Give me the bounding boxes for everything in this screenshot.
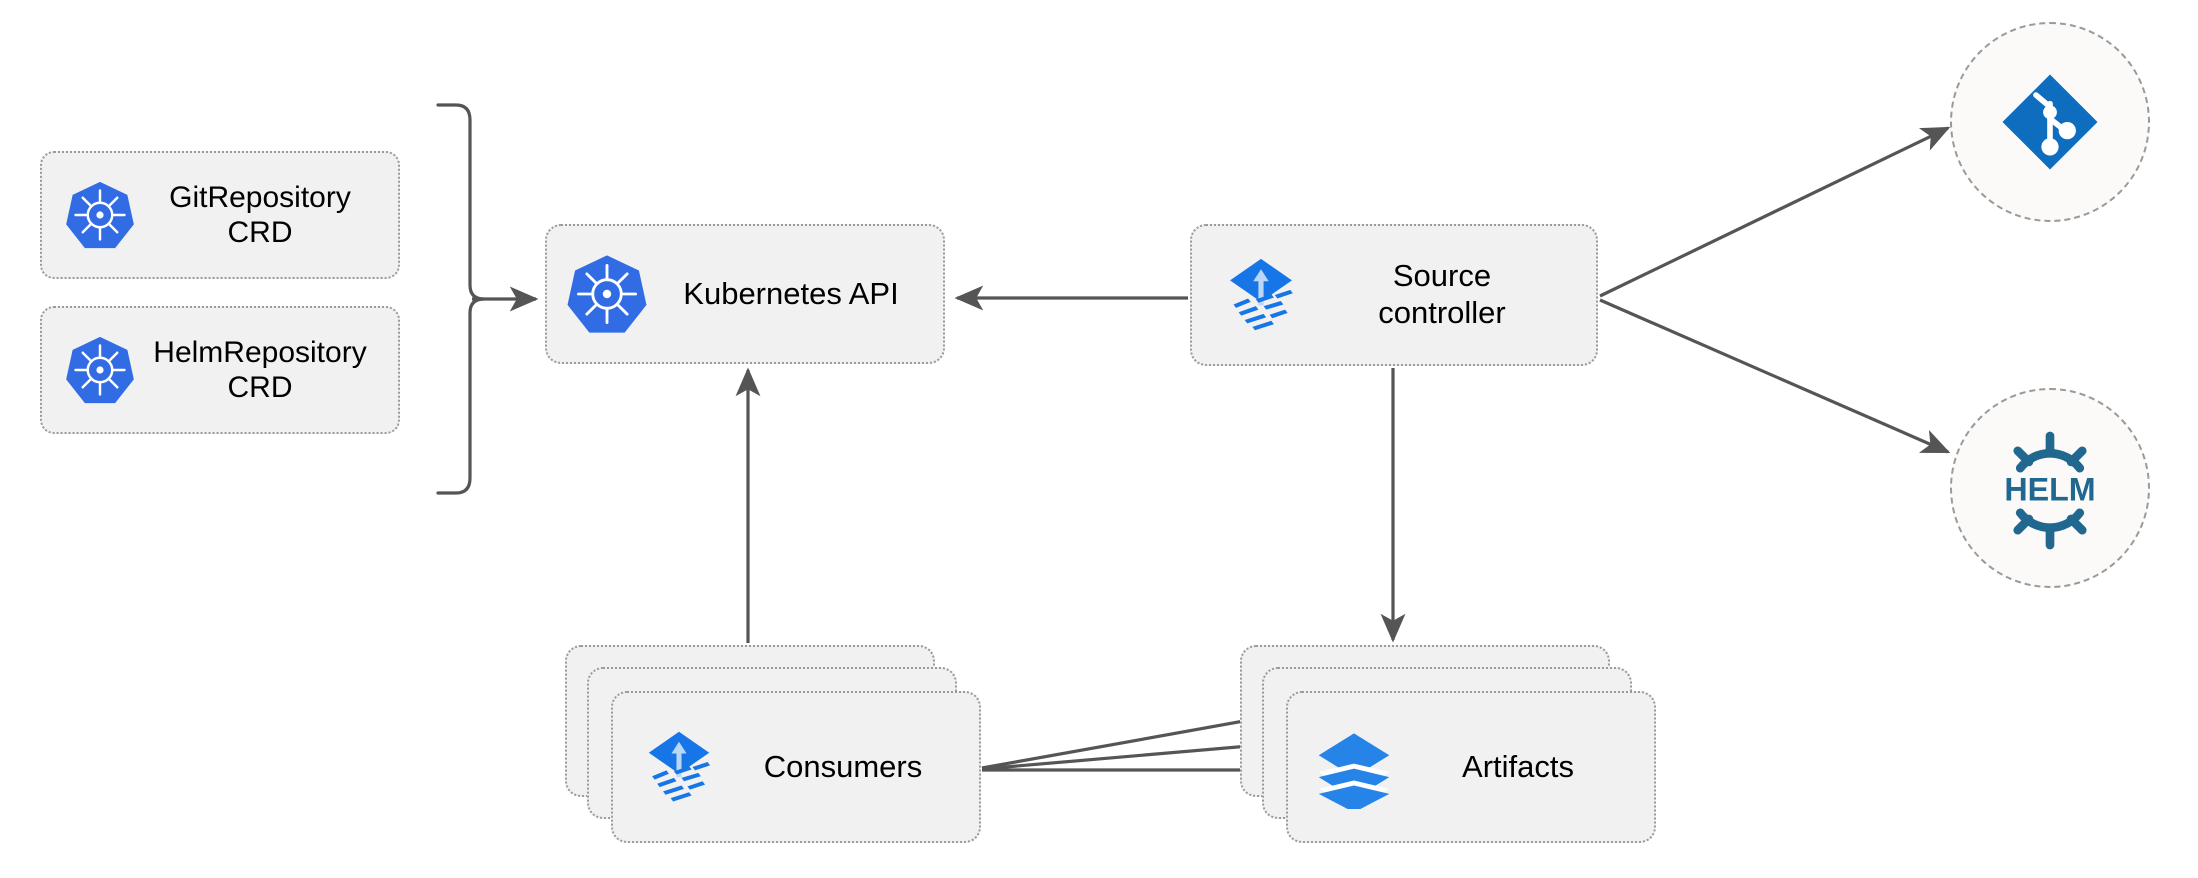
helm-wordmark: HELM <box>2004 471 2095 507</box>
crd-group-bracket <box>436 103 539 495</box>
node-helm-source[interactable]: HELM <box>1950 388 2150 588</box>
node-label: Artifacts <box>1462 749 1574 784</box>
node-kubernetes-api[interactable]: Kubernetes API <box>545 224 945 364</box>
node-gitrepository-crd[interactable]: GitRepository CRD <box>40 151 400 279</box>
flux-icon <box>637 725 721 809</box>
node-artifacts[interactable]: Artifacts <box>1240 645 1660 845</box>
edge-consumers-to-artifacts-1 <box>981 708 1275 770</box>
edge-source-controller-to-git <box>1599 126 1951 298</box>
git-icon <box>1996 68 2104 176</box>
flux-icon <box>1218 252 1304 338</box>
edge-source-controller-to-helm <box>1599 298 1951 454</box>
kubernetes-icon <box>565 252 649 336</box>
node-label: Consumers <box>763 749 923 784</box>
node-helmrepository-crd[interactable]: HelmRepository CRD <box>40 306 400 434</box>
node-git-source[interactable] <box>1950 22 2150 222</box>
consumers-stack-sheet-front[interactable]: Consumers <box>611 691 981 843</box>
node-label: GitRepository CRD <box>169 180 351 249</box>
helm-icon: HELM <box>1988 426 2112 550</box>
node-consumers[interactable]: Consumers <box>565 645 985 845</box>
node-source-controller[interactable]: Source controller <box>1190 224 1598 366</box>
kubernetes-icon <box>64 179 136 251</box>
node-label: HelmRepository CRD <box>153 335 367 404</box>
layers-icon <box>1312 725 1396 809</box>
artifacts-stack-sheet-front[interactable]: Artifacts <box>1286 691 1656 843</box>
kubernetes-icon <box>64 334 136 406</box>
node-label: Kubernetes API <box>683 275 899 311</box>
node-label: Source controller <box>1378 258 1506 330</box>
